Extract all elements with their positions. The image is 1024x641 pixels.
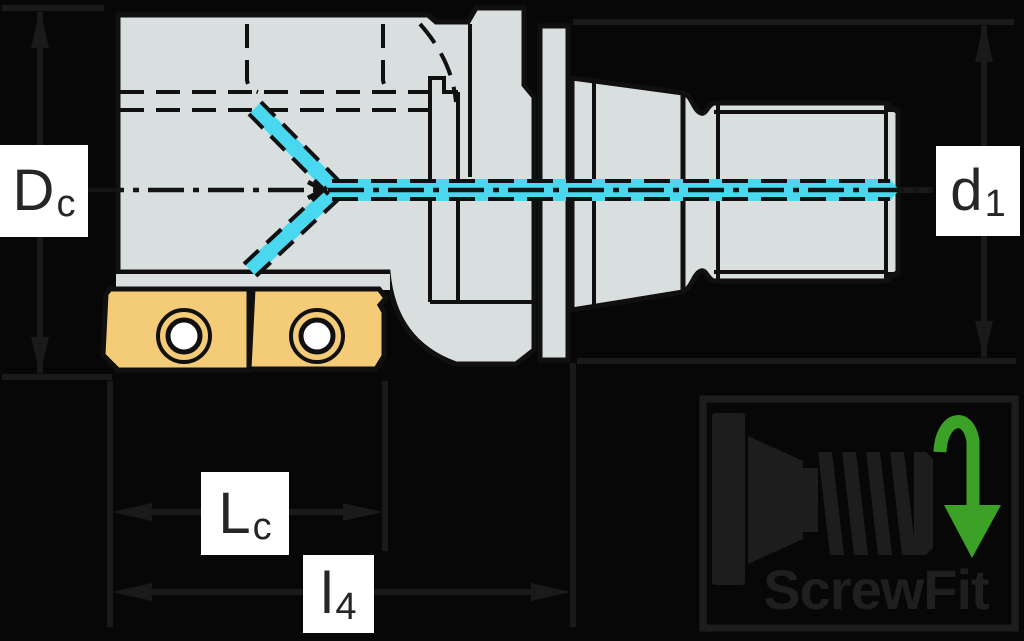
screwfit-logo [699,395,1019,632]
thread-runout-bottom [886,272,898,281]
l4-arrow-left-icon [112,583,152,601]
label-dc-main: D [12,158,55,223]
lc-arrow-left-icon [112,503,152,521]
label-lc-sub: c [252,505,272,548]
label-d1-main: d [950,158,983,223]
screwfit-tool-icon [712,413,933,585]
coolant-bore-outlines [332,179,890,201]
label-l4-main: l [320,561,334,626]
insert-2-hole-icon [298,317,336,355]
rotation-arrow-icon [933,415,1001,558]
dc-arrow-down-icon [31,337,49,375]
pocket-seat [116,274,390,290]
logo-wordmark: ScrewFit [763,558,989,621]
coolant-arm-upper [249,102,344,198]
logo-border [699,395,1019,632]
insert-1-hole-outer [156,308,212,364]
lc-arrow-right-icon [343,503,383,521]
insert-screw-holes [156,308,345,364]
d1-arrow-up-icon [975,22,993,62]
label-dc-sub: c [56,183,76,225]
insert-2-hole-outer [289,308,345,364]
dc-arrow-up-icon [31,8,49,48]
thread-runout-top [886,103,898,112]
coolant-arm-lower [244,182,344,276]
l4-arrow-right-icon [531,583,571,601]
label-l4-sub: 4 [335,586,357,628]
label-lc-main: L [218,480,251,546]
coolant-arm-outlines [242,100,346,278]
coolant-junction-chevron [306,180,328,200]
label-d1-sub: 1 [984,183,1006,225]
coolant-bore [330,179,890,201]
d1-arrow-down-icon [975,321,993,359]
coolant-arms [244,102,344,276]
insert-1-hole-icon [165,317,203,355]
hidden-lines [120,22,458,112]
